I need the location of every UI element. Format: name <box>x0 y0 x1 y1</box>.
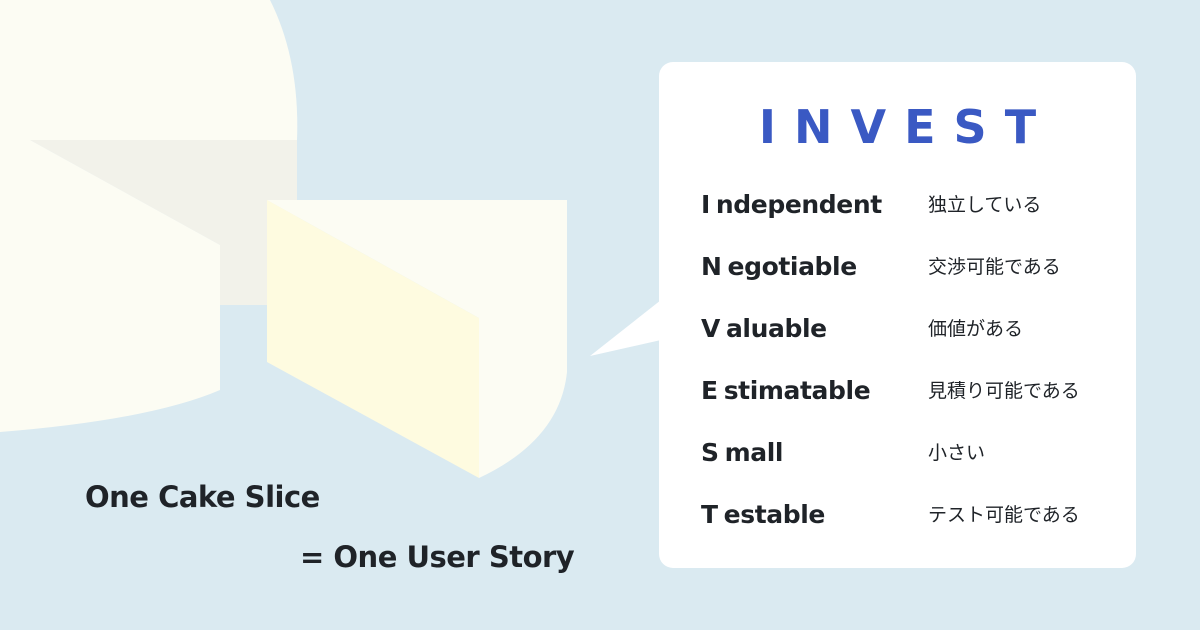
invest-card: I N V E S T <box>659 62 1136 568</box>
invest-meaning: 独立している <box>928 194 1042 216</box>
cake-cut-face <box>30 140 297 305</box>
invest-title: INVEST <box>758 100 1055 154</box>
slice-rind <box>479 318 567 478</box>
invest-meaning: テスト可能である <box>928 504 1080 526</box>
term-initial: I <box>701 190 710 219</box>
cake-body <box>0 140 220 432</box>
cake-top <box>0 0 298 140</box>
invest-meaning: 見積り可能である <box>928 380 1080 402</box>
caption-cake-slice: One Cake Slice <box>85 480 320 514</box>
caption-user-story: = One User Story <box>300 540 575 574</box>
term-rest: ndependent <box>715 190 882 219</box>
term-initial: E <box>701 376 718 405</box>
term-initial: N <box>701 252 722 281</box>
slice-top <box>267 200 567 318</box>
invest-meaning: 価値がある <box>928 318 1024 340</box>
term-rest: stimatable <box>723 376 871 405</box>
invest-meaning: 交渉可能である <box>928 256 1061 278</box>
term-rest: estable <box>723 500 826 529</box>
slice-cut-face <box>267 200 479 478</box>
term-initial: T <box>701 500 718 529</box>
invest-meaning: 小さい <box>928 442 986 464</box>
speech-pointer <box>590 300 661 356</box>
term-rest: mall <box>724 438 784 467</box>
term-rest: egotiable <box>727 252 858 281</box>
term-rest: aluable <box>725 314 827 343</box>
term-initial: S <box>701 438 719 467</box>
term-initial: V <box>701 314 720 343</box>
